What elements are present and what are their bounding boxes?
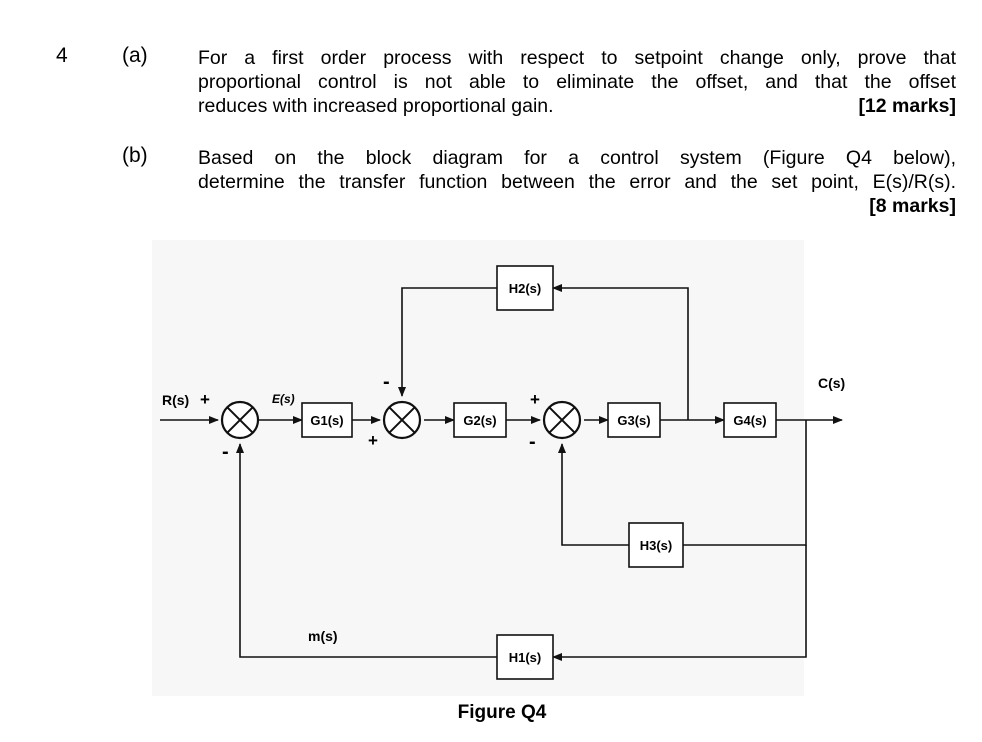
signal-feedback-label: m(s): [308, 628, 338, 644]
line-h1-to-sj1: [236, 443, 497, 658]
block-g3: G3(s): [607, 402, 661, 438]
sign-sj1-input: +: [200, 390, 210, 409]
sign-sj2-input: +: [368, 431, 378, 450]
part-a-marks: [12 marks]: [858, 95, 956, 117]
summing-junction-3: [542, 400, 582, 440]
block-g1: G1(s): [301, 402, 353, 438]
part-a-label: (a): [122, 44, 148, 67]
part-a-line-1: For a first order process with respect t…: [198, 47, 956, 69]
line-h3-to-sj3: [558, 443, 629, 546]
block-h1-label: H1(s): [509, 650, 542, 665]
block-h3-label: H3(s): [640, 538, 673, 553]
block-g1-label: G1(s): [310, 413, 343, 428]
figure-caption: Figure Q4: [457, 702, 547, 723]
block-h1: H1(s): [496, 634, 554, 680]
question-number: 4: [56, 44, 68, 67]
block-g4: G4(s): [723, 402, 777, 438]
line-g3-to-h2: [552, 284, 689, 420]
line-output-to-h1: [552, 545, 807, 661]
block-h2-label: H2(s): [509, 281, 542, 296]
part-b-marks: [8 marks]: [869, 195, 956, 217]
part-b-text: Based on the block diagram for a control…: [198, 146, 956, 218]
block-g4-label: G4(s): [733, 413, 766, 428]
sign-sj1-feedback: -: [222, 441, 229, 463]
block-g3-label: G3(s): [617, 413, 650, 428]
part-a-last-line: reduces with increased proportional gain…: [198, 95, 554, 117]
part-b-label: (b): [122, 144, 148, 167]
scan-background: [152, 240, 804, 696]
part-b-line-2: determine the transfer function between …: [198, 171, 956, 193]
summing-junction-2: [382, 400, 422, 440]
part-a-text: For a first order process with respect t…: [198, 46, 956, 118]
block-h3: H3(s): [628, 522, 684, 568]
part-a-line-3: reduces with increased proportional gain…: [198, 94, 956, 118]
part-b-line-1: Based on the block diagram for a control…: [198, 147, 956, 169]
summing-junction-1: [220, 400, 260, 440]
signal-error-label: E(s): [272, 392, 295, 406]
sign-sj3-feedback: -: [529, 431, 536, 453]
signal-output-label: C(s): [818, 375, 845, 391]
sign-sj3-input: +: [530, 390, 540, 409]
signal-input-label: R(s): [162, 392, 189, 408]
block-g2: G2(s): [453, 402, 507, 438]
block-h2: H2(s): [496, 265, 554, 311]
line-h2-to-sj2: [398, 287, 497, 397]
sign-sj2-feedback: -: [383, 371, 390, 393]
block-g2-label: G2(s): [463, 413, 496, 428]
part-a-line-2: proportional control is not able to elim…: [198, 71, 956, 93]
